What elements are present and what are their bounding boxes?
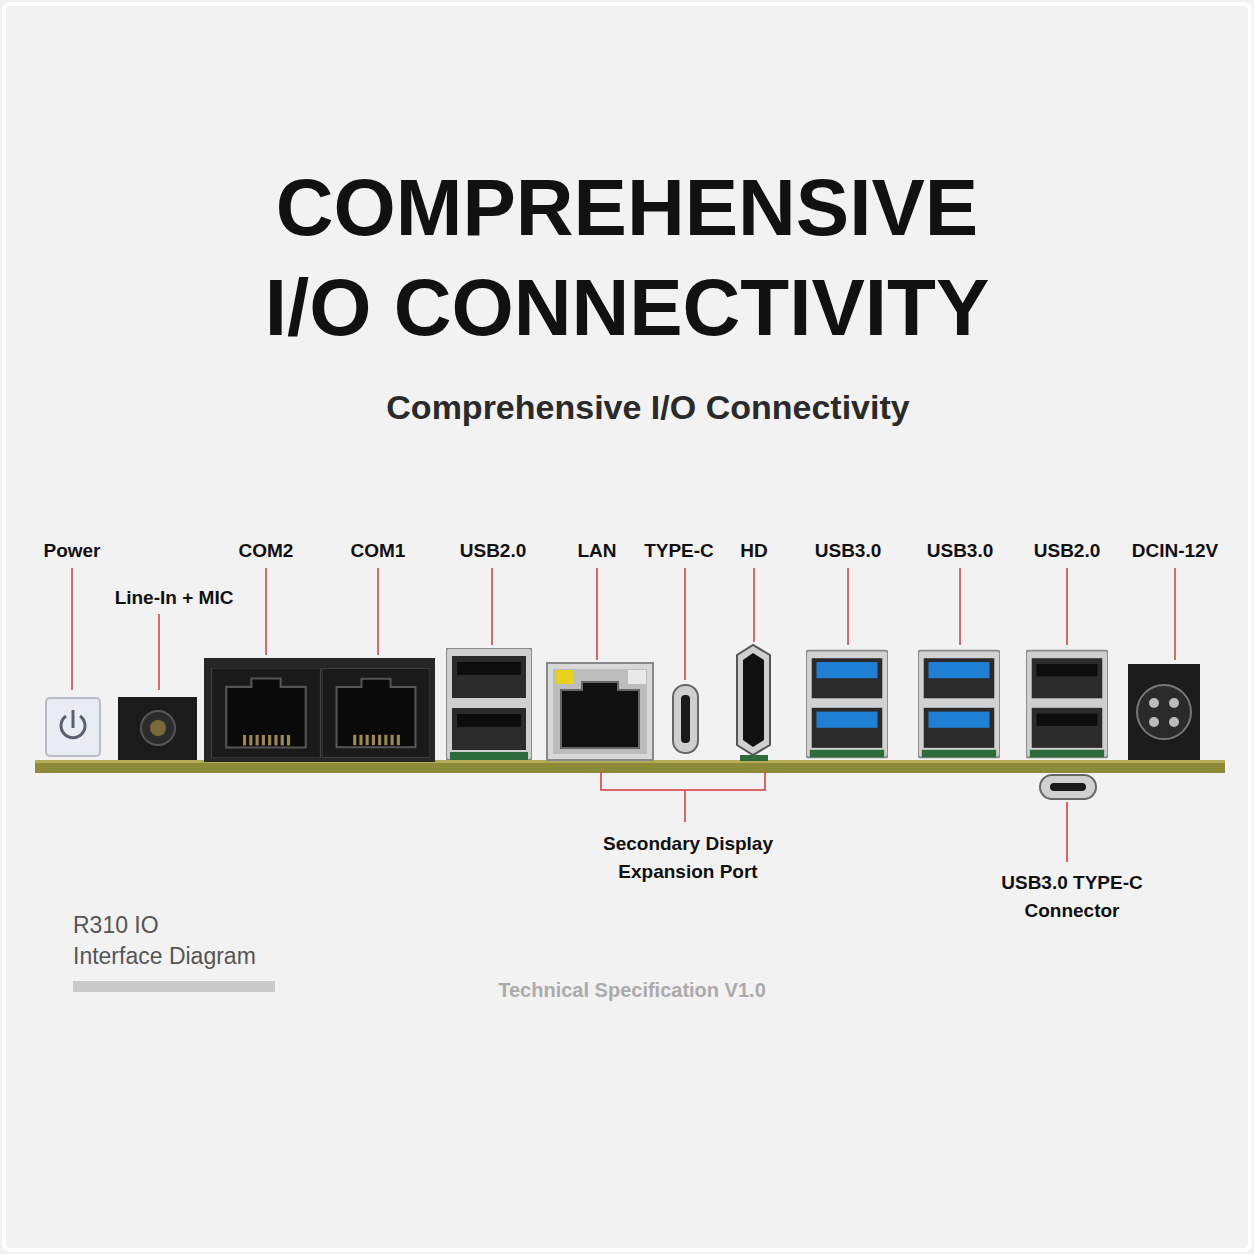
port-label: LAN [562,537,632,565]
diagram-name: Interface Diagram [73,940,373,973]
port-label: COM1 [328,537,428,565]
version-note: Technical Specification V1.0 [422,976,842,1005]
callout-label: USB3.0 TYPE-C Connector [972,869,1172,924]
port-label: USB2.0 [1017,537,1117,565]
port-label: USB3.0 [798,537,898,565]
subtitle: Comprehensive I/O Connectivity [298,383,998,432]
port-label: TYPE-C [634,537,724,565]
callout-label: Secondary Display Expansion Port [583,830,793,885]
port-label: HD [729,537,779,565]
port-label: COM2 [216,537,316,565]
port-label: Line-In + MIC [99,584,249,612]
port-label: USB3.0 [910,537,1010,565]
port-label: DCIN-12V [1120,537,1230,565]
diagram-name: R310 IO [73,909,373,942]
port-label: USB2.0 [443,537,543,565]
main-title: COMPREHENSIVE I/O CONNECTIVITY [237,158,1017,358]
port-label: Power [22,537,122,565]
